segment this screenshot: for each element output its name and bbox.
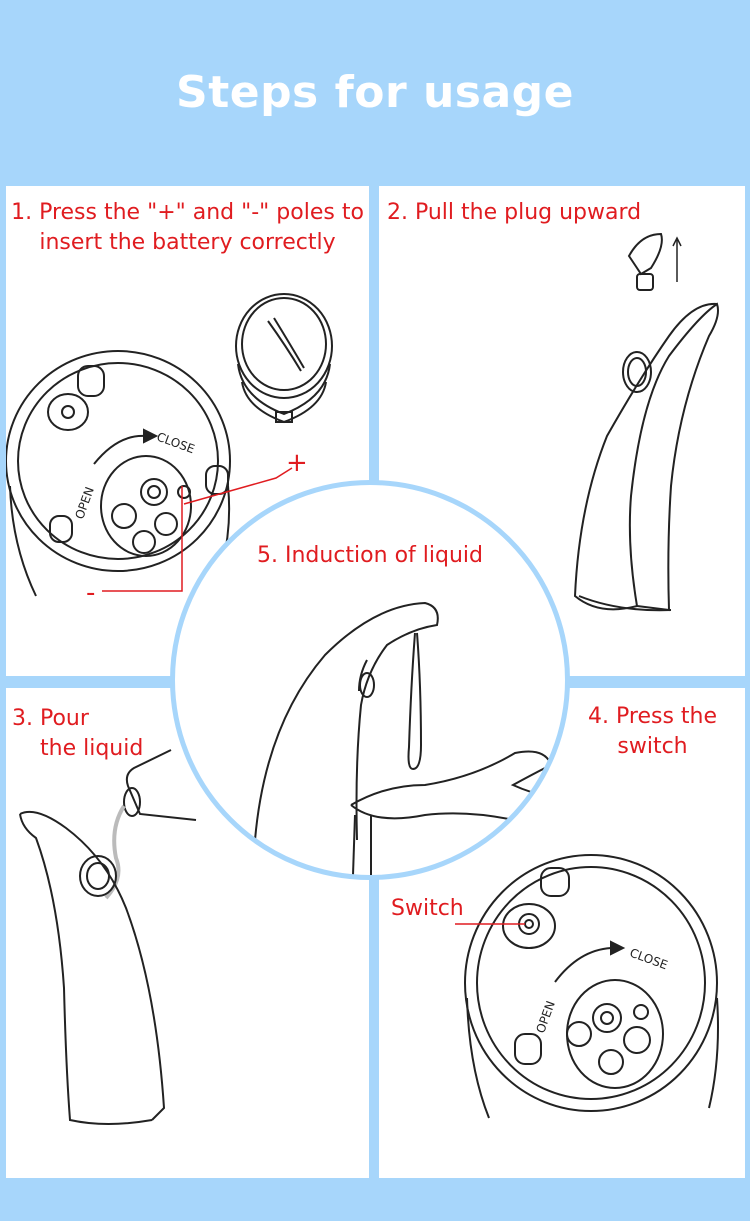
induction-illustration [254,601,556,875]
step-1-line-1: 1. Press the "+" and "-" poles to [11,200,364,225]
step-1-panel: 1. Press the "+" and "-" poles to insert… [6,186,369,676]
step-4-label: 4. Press the switch [588,702,717,762]
switch-label: Switch [391,896,464,921]
battery-compartment-illustration [6,293,333,597]
minus-pole-label: - [86,578,96,608]
step-1-line-2: insert the battery correctly [39,230,336,255]
step-4-panel: 4. Press the switch Switch CLOSE OPEN [379,688,745,1178]
step-3-line-1: 3. Pour [12,706,89,731]
step-5-label: 5. Induction of liquid [257,543,483,568]
dispenser-plug-illustration [573,232,719,612]
step-2-label: 2. Pull the plug upward [387,200,642,225]
step-5-circle: 5. Induction of liquid [170,480,570,880]
step-3-line-2: the liquid [40,736,144,761]
plus-pole-label: + [286,448,308,478]
pour-liquid-illustration [19,749,197,1125]
switch-illustration [455,854,719,1119]
step-4-line-2: switch [617,734,688,759]
step-1-label: 1. Press the "+" and "-" poles to insert… [6,198,369,258]
step-4-line-1: 4. Press the [588,704,717,729]
page-title: Steps for usage [176,67,574,118]
step-3-label: 3. Pour the liquid [12,704,143,764]
header-banner: Steps for usage [0,0,750,185]
